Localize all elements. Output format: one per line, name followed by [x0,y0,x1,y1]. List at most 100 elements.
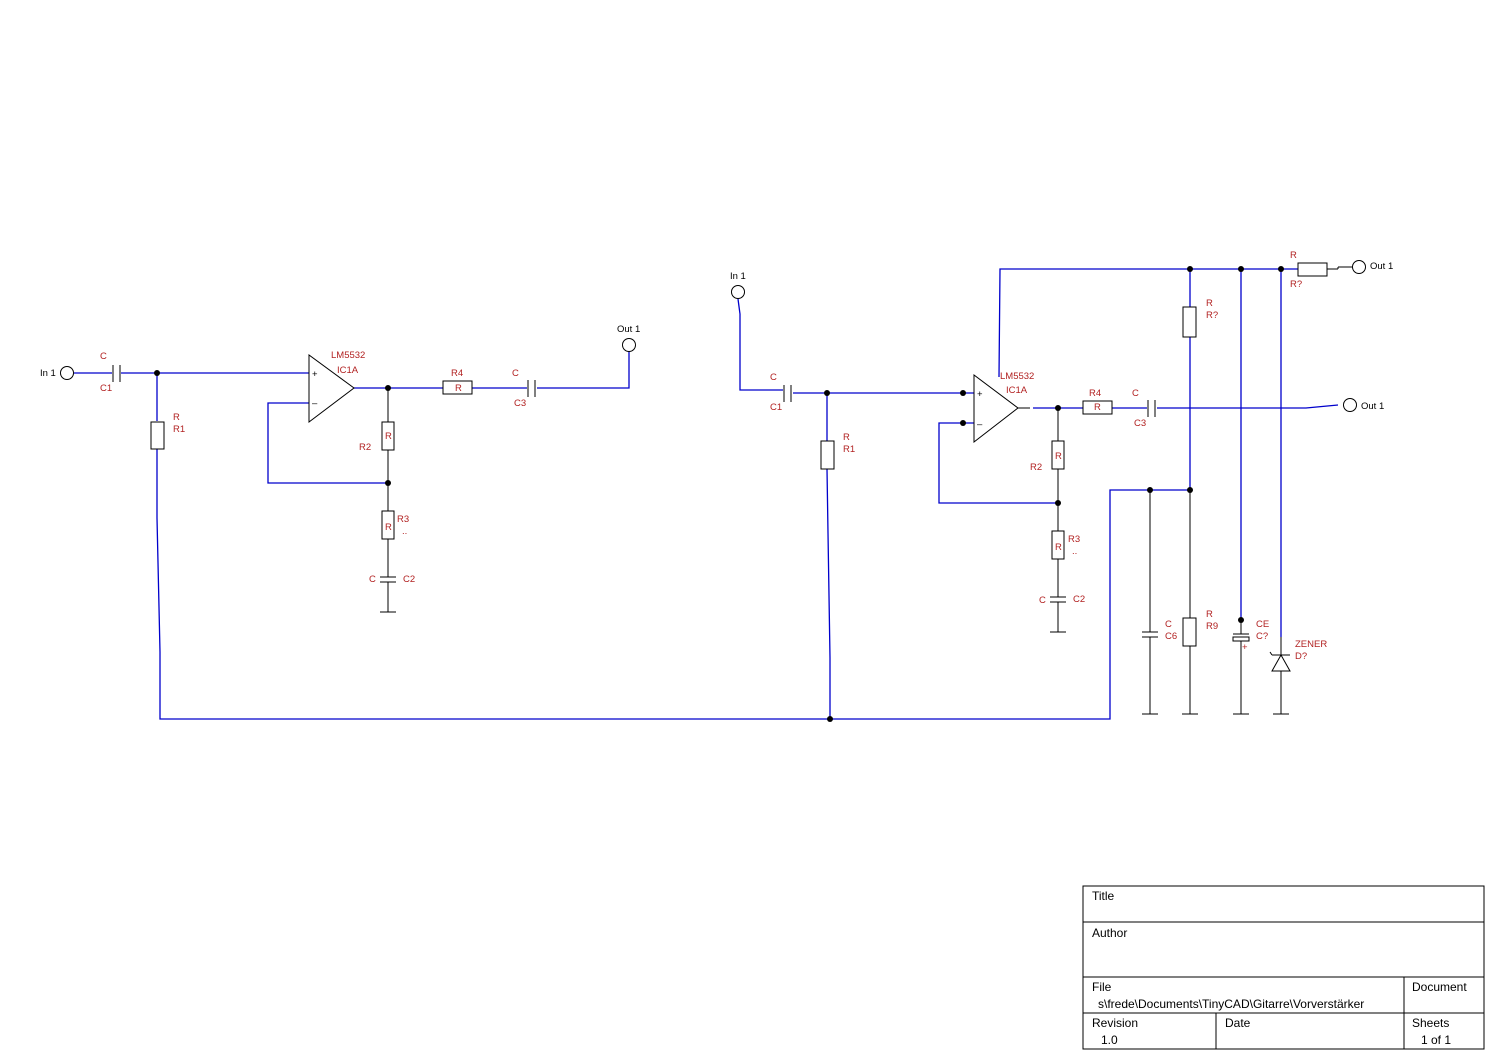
right-r4-ref: R4 [1089,388,1101,399]
left-leads [380,388,396,613]
left-output-label: Out 1 [617,324,640,335]
right-output-label-mid: Out 1 [1361,401,1384,412]
right-wires [737,268,1339,720]
left-output-port[interactable] [622,338,636,352]
left-opamp-ref: IC1A [337,365,359,376]
author-label: Author [1092,926,1127,940]
right-r2-ref: R2 [1030,462,1042,473]
left-capacitor-c1[interactable] [112,365,121,382]
sheets-value: 1 of 1 [1421,1033,1451,1047]
right-capacitor-ce[interactable] [1232,620,1250,642]
right-rq-top-ref: R? [1290,279,1302,290]
left-wires [74,351,830,720]
right-resistor-r2[interactable] [1051,440,1065,470]
left-c1-ref: C1 [100,383,112,394]
right-opamp-part: LM5532 [1000,371,1034,382]
left-r3-value: R [385,522,392,533]
left-capacitor-c2[interactable] [380,576,396,583]
right-opamp[interactable] [973,374,1019,444]
title-block: Title Author File s\frede\Documents\Tiny… [1082,885,1485,1050]
right-output-port-top[interactable] [1352,260,1366,274]
left-resistor-r4[interactable] [442,380,473,395]
right-capacitor-c6[interactable] [1142,631,1158,638]
left-c1-value: C [100,351,107,362]
right-resistor-rq-top[interactable] [1297,262,1328,277]
right-opamp-minus: – [977,419,983,430]
right-r9-ref: R9 [1206,621,1218,632]
right-r3-extra: .. [1072,546,1077,557]
right-c6-ref: C6 [1165,631,1177,642]
right-resistor-r1[interactable] [820,440,835,470]
right-r3-value: R [1055,542,1062,553]
left-capacitor-c3[interactable] [527,380,536,397]
right-ce-value: CE [1256,619,1269,630]
right-rq-vert-value: R [1206,298,1213,309]
right-resistor-r3[interactable] [1051,530,1065,560]
left-c2-value: C [369,574,376,585]
right-capacitor-c3[interactable] [1147,400,1156,417]
right-c2-ref: C2 [1073,594,1085,605]
right-ce-plus: + [1242,642,1248,653]
left-r4-ref: R4 [451,368,463,379]
right-c3-ref: C3 [1134,418,1146,429]
right-c3-value: C [1132,388,1139,399]
left-r2-ref: R2 [359,442,371,453]
right-r1-value: R [843,432,850,443]
left-input-label: In 1 [40,368,56,379]
left-resistor-r3[interactable] [381,510,395,540]
right-c6-value: C [1165,619,1172,630]
right-input-label: In 1 [730,271,746,282]
left-resistor-r1[interactable] [150,421,165,450]
left-r3-extra: .. [402,526,407,537]
revision-label: Revision [1092,1016,1138,1030]
right-zener-diode[interactable] [1269,637,1291,672]
right-input-port[interactable] [731,285,745,299]
left-opamp-part: LM5532 [331,350,365,361]
right-capacitor-c2[interactable] [1050,596,1066,603]
right-opamp-plus: + [977,389,983,400]
right-resistor-r4[interactable] [1082,400,1113,415]
right-opamp-ref: IC1A [1006,385,1028,396]
right-zener-value: ZENER [1295,639,1327,650]
left-r1-ref: R1 [173,424,185,435]
date-label: Date [1225,1016,1251,1030]
left-r1-value: R [173,412,180,423]
left-opamp-minus: – [312,398,318,409]
right-r4-value: R [1094,402,1101,413]
right-r1-ref: R1 [843,444,855,455]
file-label: File [1092,980,1112,994]
left-c3-ref: C3 [514,398,526,409]
right-c2-value: C [1039,595,1046,606]
right-capacitor-c1[interactable] [783,385,792,402]
left-opamp-plus: + [312,369,318,380]
right-ce-ref: C? [1256,631,1268,642]
sheets-label: Sheets [1412,1016,1449,1030]
right-resistor-rq-vertical[interactable] [1182,306,1197,338]
left-c3-value: C [512,368,519,379]
left-junctions [154,370,391,486]
file-path: s\frede\Documents\TinyCAD\Gitarre\Vorver… [1098,997,1364,1011]
left-resistor-r2[interactable] [381,421,395,451]
right-junctions [824,266,1284,722]
left-c2-ref: C2 [403,574,415,585]
right-output-port-mid[interactable] [1343,398,1357,412]
right-circuit: In 1 C C1 R R1 + – LM5532 IC1A R R2 R R3… [730,250,1393,722]
right-rq-vert-ref: R? [1206,310,1218,321]
revision-value: 1.0 [1101,1033,1118,1047]
left-r2-value: R [385,431,392,442]
right-zener-ref: D? [1295,651,1307,662]
right-r2-value: R [1055,451,1062,462]
left-r4-value: R [455,383,462,394]
right-c1-value: C [770,372,777,383]
left-input-port[interactable] [60,366,74,380]
right-r9-value: R [1206,609,1213,620]
title-label: Title [1092,889,1115,903]
left-r3-ref: R3 [397,514,409,525]
right-rq-top-value: R [1290,250,1297,261]
document-label: Document [1412,980,1467,994]
right-resistor-r9[interactable] [1182,617,1197,647]
right-r3-ref: R3 [1068,534,1080,545]
right-output-label-top: Out 1 [1370,261,1393,272]
left-opamp[interactable] [308,354,355,424]
